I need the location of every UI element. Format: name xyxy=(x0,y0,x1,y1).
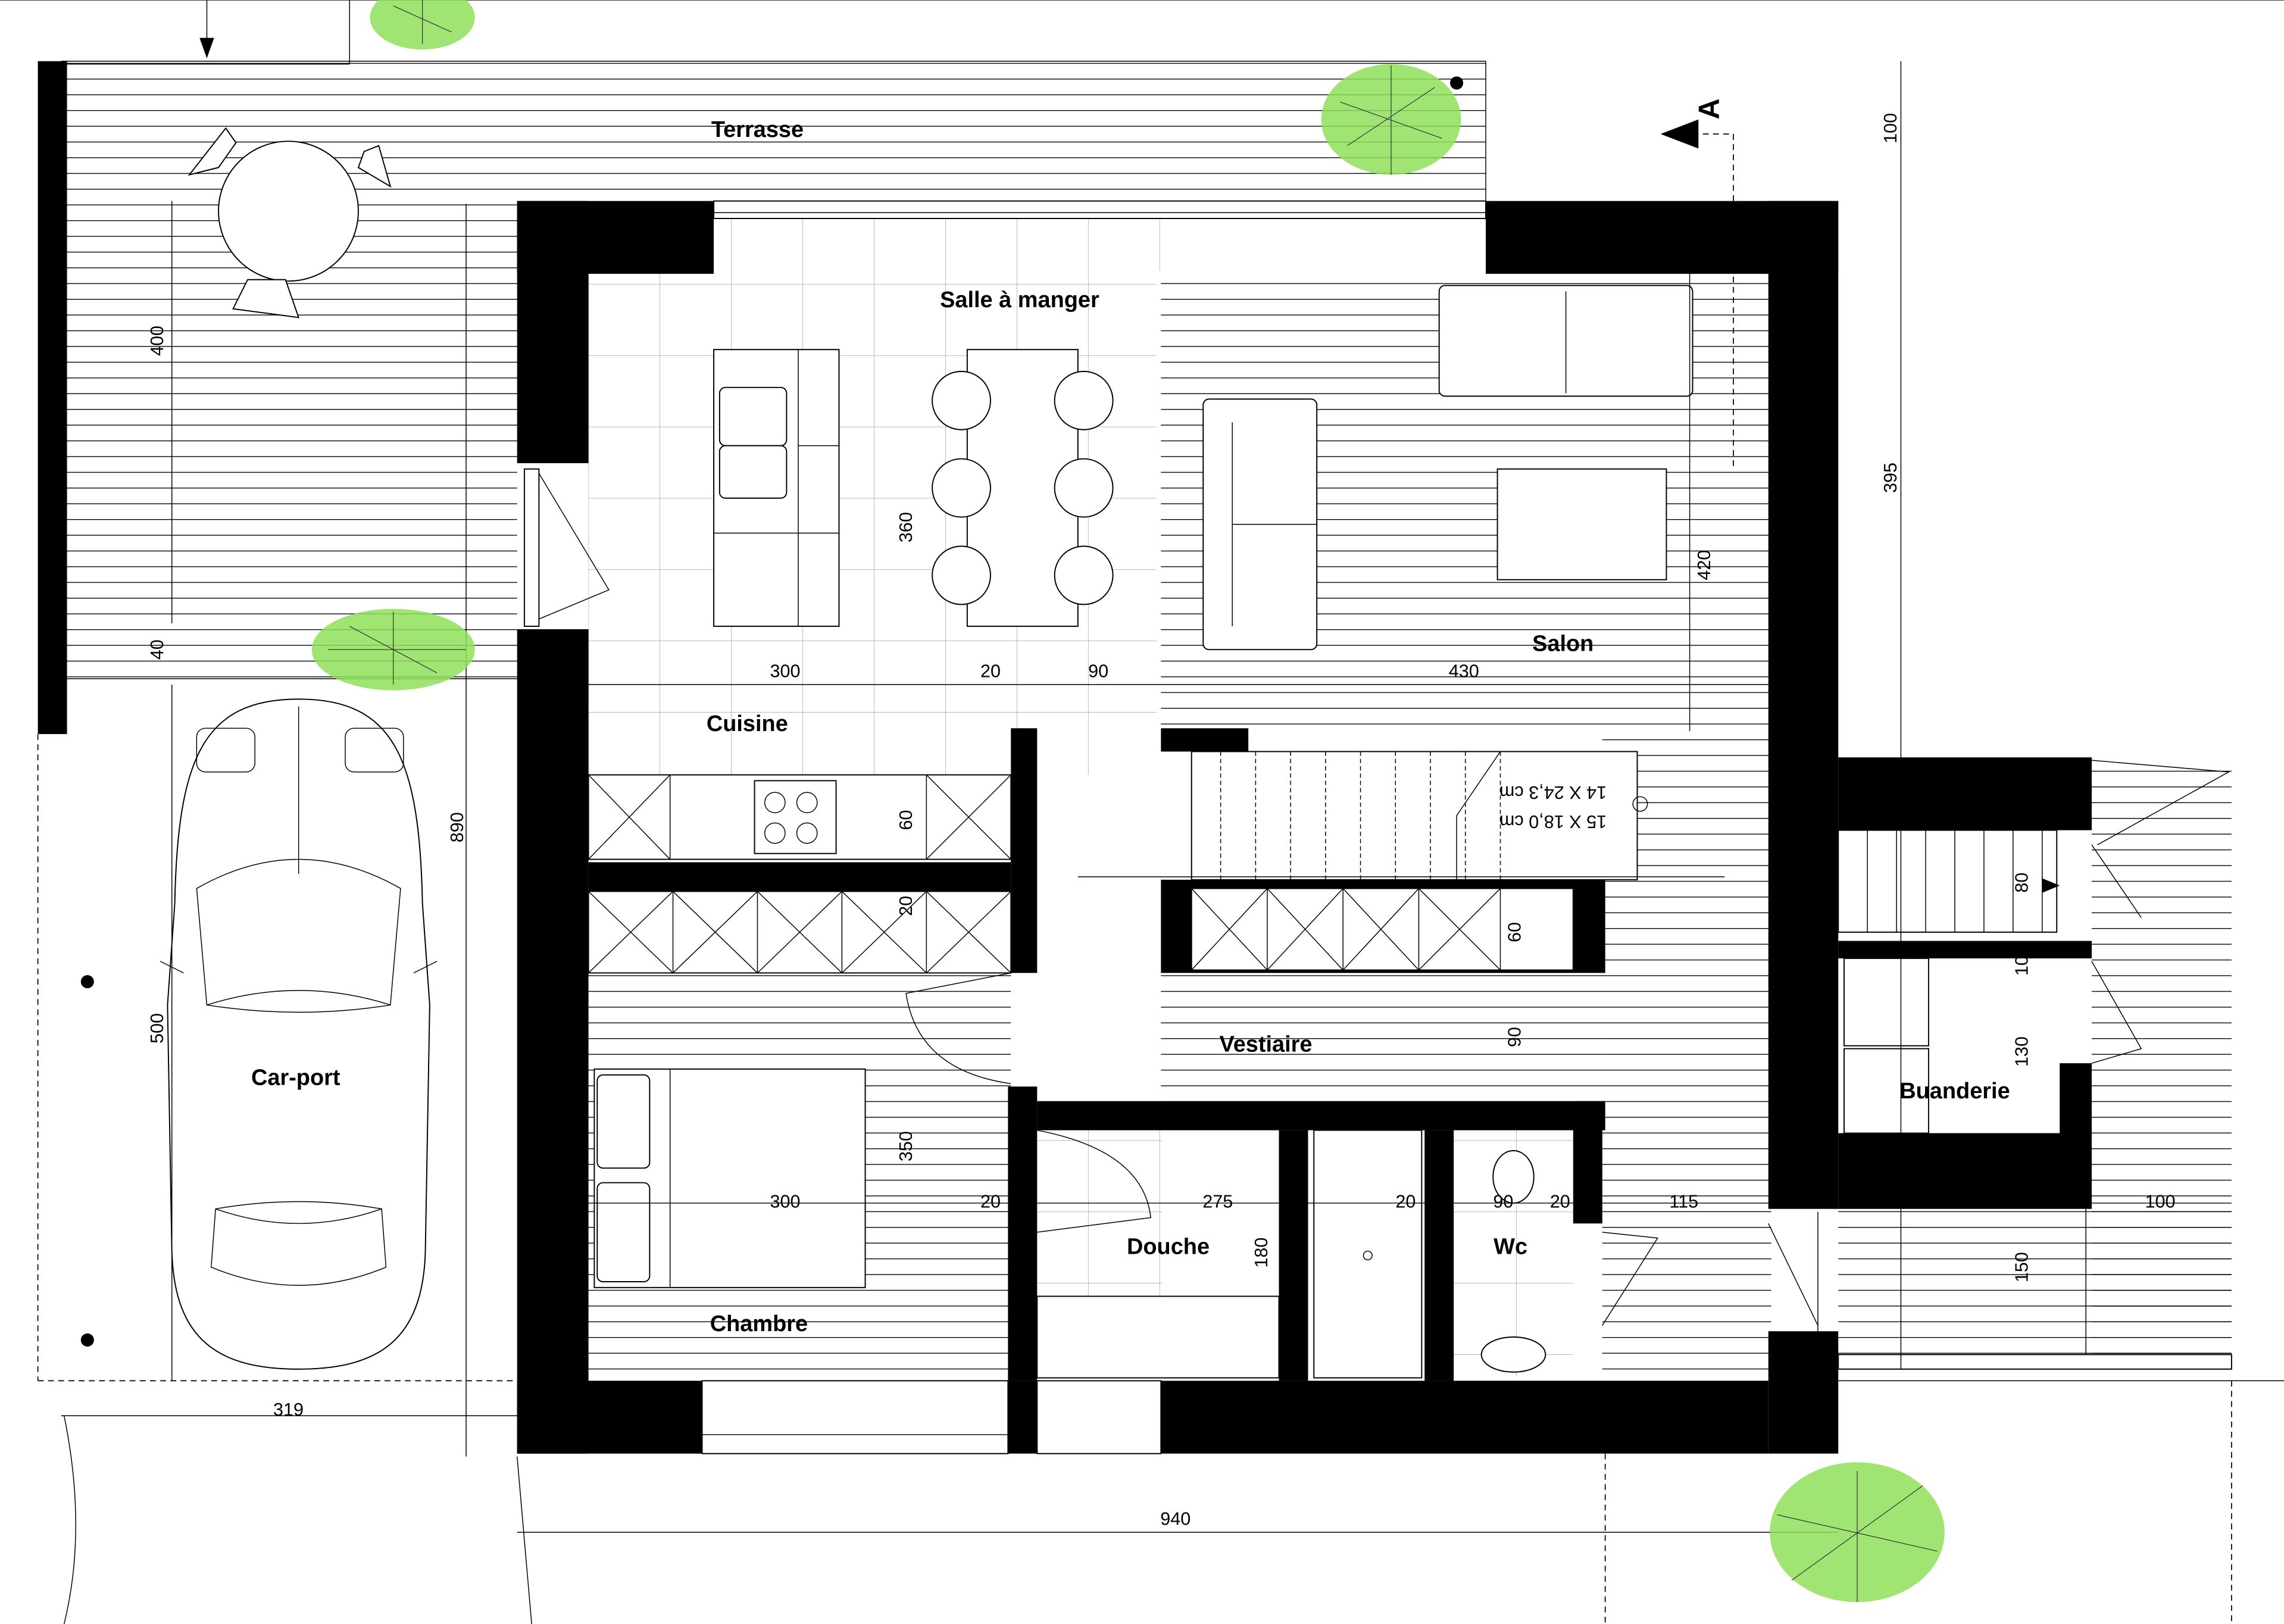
dim-500: 500 xyxy=(147,1013,167,1044)
dim-20-c: 20 xyxy=(980,1191,1001,1211)
terrace-side-wall xyxy=(38,61,67,735)
dim-115: 115 xyxy=(1669,1191,1698,1211)
room-labels: Terrasse Salle à manger Salon Cuisine Ve… xyxy=(251,117,2010,1336)
room-label-douche: Douche xyxy=(1127,1235,1210,1260)
car-drawing xyxy=(160,698,438,1370)
dim-20-e: 20 xyxy=(1550,1191,1570,1211)
stairs-text-2: 15 X 18,0 cm xyxy=(1499,811,1607,832)
dim-180-a: 180 xyxy=(1948,1191,1979,1211)
dim-60-a: 60 xyxy=(896,810,916,830)
dim-395: 395 xyxy=(1880,463,1901,493)
section-label: A xyxy=(1694,98,1726,119)
laundry-fixtures xyxy=(1838,829,2060,1134)
stairs-annotation: 14 X 24,3 cm 15 X 18,0 cm xyxy=(1499,782,1607,832)
dim-350: 350 xyxy=(896,1131,916,1161)
kitchen-fixtures xyxy=(588,349,1012,974)
dim-150: 150 xyxy=(2011,1252,2032,1282)
plant-mid xyxy=(311,608,475,691)
stairs-text-1: 14 X 24,3 cm xyxy=(1499,782,1607,802)
stairs xyxy=(1077,751,1725,880)
dim-10-b: 10 xyxy=(2011,1155,2032,1175)
doors xyxy=(523,468,2230,1332)
salon-furniture xyxy=(1202,285,1694,651)
dimension-lines xyxy=(61,61,2232,1533)
dim-130: 130 xyxy=(2011,1036,2032,1067)
dim-40: 40 xyxy=(147,639,167,660)
dim-20-b: 20 xyxy=(896,896,916,916)
room-label-wc: Wc xyxy=(1493,1235,1527,1260)
room-label-cuisine: Cuisine xyxy=(707,711,788,736)
room-label-salle-a-manger: Salle à manger xyxy=(940,288,1099,313)
dim-180-b: 180 xyxy=(1251,1238,1271,1268)
dim-60-b: 60 xyxy=(1505,922,1525,942)
dim-400: 400 xyxy=(147,326,167,356)
room-label-buanderie: Buanderie xyxy=(1899,1079,2010,1104)
dim-275: 275 xyxy=(1202,1191,1233,1211)
dim-20-a: 20 xyxy=(980,661,1001,682)
carport-area xyxy=(37,698,532,1624)
bed xyxy=(593,1068,866,1288)
dim-300-bed: 300 xyxy=(770,1191,800,1211)
dim-10-a: 10 xyxy=(2011,955,2032,976)
windows xyxy=(701,200,2232,1454)
dim-80: 80 xyxy=(2011,873,2032,893)
dim-20-d: 20 xyxy=(1395,1191,1416,1211)
dim-319: 319 xyxy=(273,1400,304,1420)
room-label-chambre: Chambre xyxy=(710,1311,808,1336)
section-marker-a: A xyxy=(1604,98,1734,1624)
dim-940: 940 xyxy=(1160,1509,1191,1529)
room-label-vestiaire: Vestiaire xyxy=(1220,1032,1313,1057)
room-label-car-port: Car-port xyxy=(251,1066,340,1091)
dining-table xyxy=(932,349,1114,627)
bathroom-fixtures xyxy=(1036,1129,1546,1379)
dim-360: 360 xyxy=(896,512,916,542)
dim-890: 890 xyxy=(447,812,467,842)
plant-terrace xyxy=(1321,64,1464,175)
dim-300-kitchen: 300 xyxy=(770,661,800,682)
dim-100-b: 100 xyxy=(2145,1191,2175,1211)
dim-90-b: 90 xyxy=(1505,1027,1525,1047)
dim-90-c: 90 xyxy=(1493,1191,1513,1211)
dim-420: 420 xyxy=(1694,550,1714,580)
terrace-table xyxy=(188,127,392,318)
dimension-labels: 100 395 400 40 890 500 319 940 360 300 2… xyxy=(147,113,2175,1529)
plant-bottom xyxy=(1770,1462,1945,1603)
plant-top xyxy=(370,0,475,50)
dim-100-top: 100 xyxy=(1880,113,1901,143)
room-label-terrasse: Terrasse xyxy=(711,117,804,142)
wardrobe xyxy=(1191,888,1574,971)
terrace-decking xyxy=(38,61,1486,735)
dim-90-a: 90 xyxy=(1088,661,1108,682)
room-label-salon: Salon xyxy=(1532,632,1594,657)
dim-430: 430 xyxy=(1449,661,1479,682)
